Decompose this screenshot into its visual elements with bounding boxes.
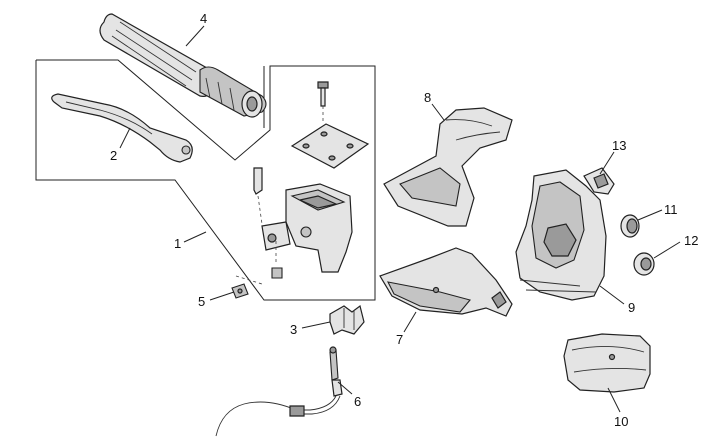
assembly-frame [35,59,376,301]
switch-part [231,283,249,299]
callout-1: 1 [174,236,181,251]
callout-3: 3 [290,322,297,337]
toggle-switch-part [583,167,615,195]
grip-part [99,13,267,118]
callout-7: 7 [396,332,403,347]
callout-11: 11 [664,202,678,217]
callout-9: 9 [628,300,635,315]
callout-labels: 4 2 1 5 3 6 8 7 13 11 12 9 10 [110,11,698,429]
callout-8: 8 [424,90,431,105]
callout-13: 13 [612,138,626,153]
button-part-11 [620,214,640,238]
clamp-part [329,304,365,335]
callout-10: 10 [614,414,628,429]
callout-12: 12 [684,233,698,248]
switch-housing-part [515,169,607,301]
callout-5: 5 [198,294,205,309]
brake-lever-part [51,93,193,163]
master-cylinder-part [235,81,370,285]
lower-cover-part [379,247,513,317]
callout-2: 2 [110,148,117,163]
callout-6: 6 [354,394,361,409]
callout-4: 4 [200,11,207,26]
button-part-12 [633,252,655,276]
brake-switch-cable-part [215,346,343,437]
leader-lines [119,25,681,413]
upper-cover-part [383,107,513,227]
cover-bag-part [563,333,651,393]
